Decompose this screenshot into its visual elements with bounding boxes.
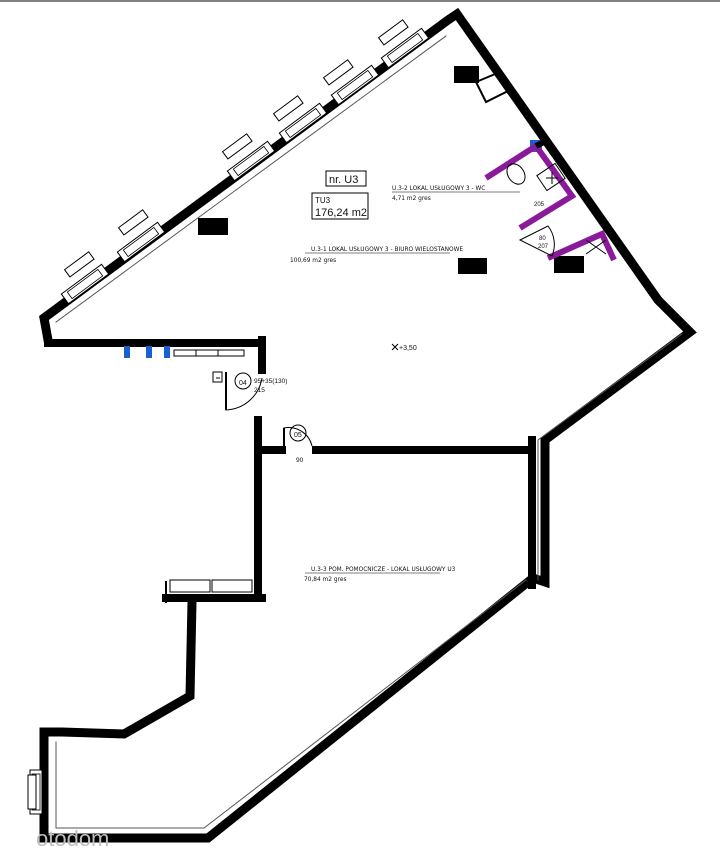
wc-wall (484, 141, 577, 231)
facade-windows (29, 27, 430, 815)
wc-door-side: 205 (534, 202, 545, 208)
door-height-mark: 95+35(130) (254, 378, 287, 385)
door-width-mark: 215 (254, 387, 265, 394)
wc-room (484, 137, 617, 262)
column (454, 66, 479, 83)
counter (211, 579, 253, 593)
counter (169, 579, 211, 593)
facade-lining (55, 35, 447, 323)
unit-area-box (311, 192, 369, 220)
fixture-icon (124, 346, 130, 358)
east-lining (537, 333, 683, 581)
entrance-door-swing (225, 372, 263, 411)
unit-number-label: nr. U3 (329, 174, 358, 186)
shaft-cross (585, 239, 607, 255)
washbasin-icon (536, 162, 566, 192)
door-tag-circle (234, 372, 252, 390)
watermark: otodom (36, 826, 109, 851)
window-6 (380, 27, 430, 69)
shaft (474, 70, 512, 104)
room-labels: U.3-2 LOKAL USŁUGOWY 3 - WC 4,71 m2 gres… (290, 184, 520, 583)
window-tag (272, 95, 304, 122)
column (198, 218, 228, 235)
window-tag (27, 774, 37, 810)
level-mark: +3,50 (391, 343, 417, 352)
level-mark-label: +3,50 (399, 345, 417, 352)
window-2 (116, 221, 166, 263)
door-tag-circle (289, 424, 307, 442)
wc-wall-lower (546, 230, 617, 262)
window-1 (60, 263, 110, 305)
doors (212, 371, 313, 450)
window-tag (117, 209, 149, 236)
room-area-office: 100,69 m2 gres (290, 256, 336, 264)
unit-tag: nr. U3 TU3 176,24 m2 (311, 170, 369, 220)
wc-fixtures (506, 162, 607, 257)
room-label-wc: U.3-2 LOKAL USŁUGOWY 3 - WC (392, 184, 485, 192)
wc-door-bottom: 207 (538, 244, 549, 250)
columns (198, 66, 584, 274)
door-tag-inner: 05 (294, 432, 302, 439)
outer-wall-lower-left (39, 597, 197, 739)
wall-niches (173, 349, 245, 357)
wc-door-top: 80 (539, 236, 546, 242)
window-tags (27, 19, 409, 810)
window-tag (377, 19, 409, 46)
window-3 (226, 140, 276, 182)
window-tag (322, 59, 354, 86)
window-4 (278, 102, 328, 144)
toilet-icon (506, 163, 526, 185)
inner-door-swing (283, 427, 313, 450)
column (458, 258, 487, 274)
window-tag (63, 251, 95, 278)
south-lining (55, 579, 527, 829)
outer-walls (39, 7, 697, 843)
inner-door-width: 90 (296, 457, 304, 464)
room-label-office: U.3-1 LOKAL USŁUGOWY 3 - BIURO WIELOSTAN… (311, 245, 463, 253)
fixture-icon (146, 346, 152, 358)
room-label-aux: U.3-3 POM. POMOCNICZE - LOKAL USŁUGOWY U… (311, 565, 456, 573)
fixture-icon (164, 346, 170, 358)
door-tag-entrance: 04 (239, 380, 247, 387)
unit-number-box (325, 170, 367, 187)
window-5 (330, 64, 380, 106)
outer-wall-main (39, 7, 697, 843)
room-area-aux: 70,84 m2 gres (304, 575, 347, 583)
room-area-wc: 4,71 m2 gres (392, 194, 431, 202)
unit-code: TU3 (315, 196, 331, 205)
wc-door-swing (518, 225, 555, 257)
unit-area: 176,24 m2 (315, 207, 367, 219)
window-tag (221, 133, 253, 160)
door-switch-icon (212, 371, 223, 383)
interior-walls (44, 336, 536, 603)
column (554, 256, 584, 273)
